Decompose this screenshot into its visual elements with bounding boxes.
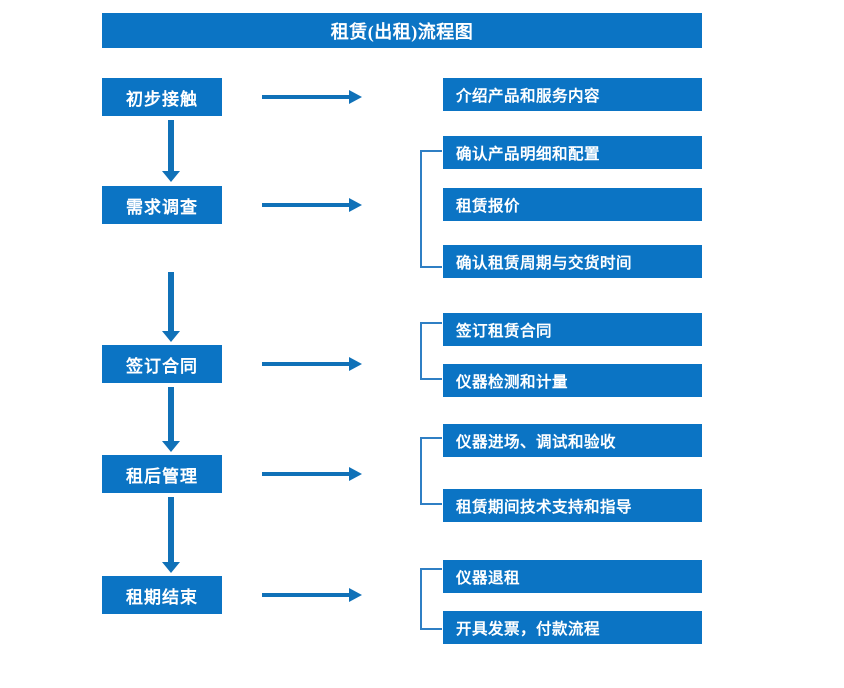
detail-box-2[interactable]: 确认产品明细和配置 xyxy=(443,136,702,169)
arrow-head-icon xyxy=(162,562,180,573)
stage-box-2[interactable]: 需求调查 xyxy=(102,186,222,224)
arrow-head-icon xyxy=(349,467,362,481)
detail-box-6[interactable]: 仪器检测和计量 xyxy=(443,364,702,397)
detail-box-7[interactable]: 仪器进场、调试和验收 xyxy=(443,424,702,457)
arrow-shaft xyxy=(262,593,350,597)
vertical-arrow-4 xyxy=(162,497,180,573)
vertical-arrow-3 xyxy=(162,387,180,452)
stage-box-5[interactable]: 租期结束 xyxy=(102,576,222,614)
detail-box-5[interactable]: 签订租赁合同 xyxy=(443,313,702,346)
diagram-title: 租赁(出租)流程图 xyxy=(102,13,702,48)
horizontal-arrow-1 xyxy=(262,90,362,104)
horizontal-arrow-2 xyxy=(262,198,362,212)
detail-box-4[interactable]: 确认租赁周期与交货时间 xyxy=(443,245,702,278)
arrow-shaft xyxy=(168,497,174,562)
arrow-shaft xyxy=(262,472,350,476)
stage-box-3[interactable]: 签订合同 xyxy=(102,345,222,383)
horizontal-arrow-5 xyxy=(262,588,362,602)
bracket-connector-group-3 xyxy=(420,322,442,380)
arrow-head-icon xyxy=(162,331,180,342)
arrow-head-icon xyxy=(162,441,180,452)
arrow-shaft xyxy=(262,362,350,366)
arrow-head-icon xyxy=(349,90,362,104)
stage-box-1[interactable]: 初步接触 xyxy=(102,78,222,116)
arrow-head-icon xyxy=(349,198,362,212)
detail-box-10[interactable]: 开具发票，付款流程 xyxy=(443,611,702,644)
horizontal-arrow-4 xyxy=(262,467,362,481)
detail-box-9[interactable]: 仪器退租 xyxy=(443,560,702,593)
arrow-shaft xyxy=(168,387,174,441)
bracket-connector-group-5 xyxy=(420,568,442,630)
detail-box-1[interactable]: 介绍产品和服务内容 xyxy=(443,78,702,111)
vertical-arrow-2 xyxy=(162,272,180,342)
arrow-head-icon xyxy=(349,588,362,602)
horizontal-arrow-3 xyxy=(262,357,362,371)
arrow-head-icon xyxy=(349,357,362,371)
vertical-arrow-1 xyxy=(162,120,180,182)
arrow-shaft xyxy=(262,203,350,207)
arrow-shaft xyxy=(168,120,174,171)
arrow-shaft xyxy=(262,95,350,99)
detail-box-8[interactable]: 租赁期间技术支持和指导 xyxy=(443,489,702,522)
arrow-head-icon xyxy=(162,171,180,182)
arrow-shaft xyxy=(168,272,174,331)
bracket-connector-group-2 xyxy=(420,150,442,268)
stage-box-4[interactable]: 租后管理 xyxy=(102,455,222,493)
bracket-connector-group-4 xyxy=(420,437,442,505)
detail-box-3[interactable]: 租赁报价 xyxy=(443,188,702,221)
